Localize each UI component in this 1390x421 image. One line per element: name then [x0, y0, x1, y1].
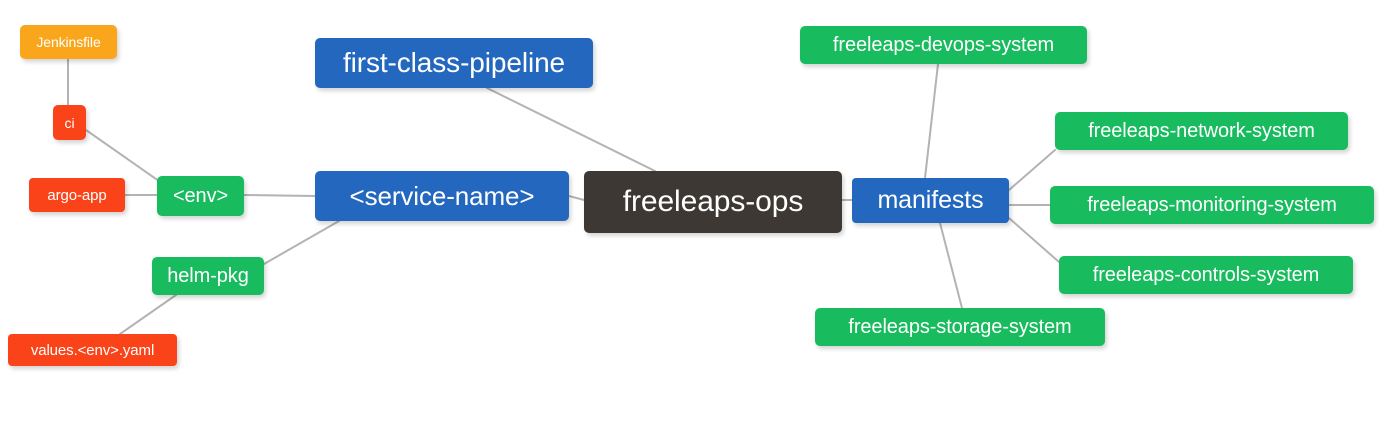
mindmap-node-label: freeleaps-monitoring-system	[1087, 194, 1337, 216]
mindmap-edge-env-to-service-name	[243, 194, 316, 197]
mindmap-node-freeleaps-devops-system[interactable]: freeleaps-devops-system	[800, 26, 1087, 64]
mindmap-node-freeleaps-network-system[interactable]: freeleaps-network-system	[1055, 112, 1348, 150]
mindmap-edge-manifests-to-freeleaps-storage-system	[939, 222, 963, 309]
mindmap-node-manifests[interactable]: manifests	[852, 178, 1009, 223]
mindmap-node-label: freeleaps-devops-system	[832, 34, 1055, 56]
mindmap-node-label: ci	[64, 114, 75, 131]
mindmap-edge-service-name-to-helm-pkg	[263, 220, 340, 265]
mindmap-node-label: freeleaps-controls-system	[1092, 264, 1320, 286]
mindmap-node-label: argo-app	[47, 186, 107, 204]
mindmap-node-label: Jenkinsfile	[36, 34, 101, 50]
mindmap-edge-first-class-pipeline-to-freeleaps-ops	[486, 87, 656, 172]
mindmap-node-label: freeleaps-storage-system	[848, 316, 1072, 338]
mindmap-node-label: helm-pkg	[167, 265, 249, 287]
mindmap-node-freeleaps-controls-system[interactable]: freeleaps-controls-system	[1059, 256, 1353, 294]
mindmap-node-helm-pkg[interactable]: helm-pkg	[152, 257, 264, 295]
mindmap-node-env[interactable]: <env>	[157, 176, 244, 216]
mindmap-node-service-name[interactable]: <service-name>	[315, 171, 569, 221]
mindmap-edge-manifests-to-freeleaps-controls-system	[1008, 217, 1060, 263]
mindmap-node-first-class-pipeline[interactable]: first-class-pipeline	[315, 38, 593, 88]
mindmap-node-freeleaps-storage-system[interactable]: freeleaps-storage-system	[815, 308, 1105, 346]
mindmap-node-label: values.<env>.yaml	[30, 341, 155, 359]
mindmap-node-freeleaps-ops[interactable]: freeleaps-ops	[584, 171, 842, 233]
mindmap-edge-manifests-to-freeleaps-network-system	[1008, 149, 1056, 191]
mindmap-node-freeleaps-monitoring-system[interactable]: freeleaps-monitoring-system	[1050, 186, 1374, 224]
mindmap-node-label: first-class-pipeline	[342, 47, 566, 78]
mindmap-edge-helm-pkg-to-values-yaml	[119, 294, 177, 335]
mindmap-node-label: <env>	[172, 185, 229, 207]
mindmap-node-values-yaml[interactable]: values.<env>.yaml	[8, 334, 177, 366]
mindmap-edge-manifests-to-freeleaps-devops-system	[924, 63, 939, 179]
mindmap-node-label: freeleaps-network-system	[1088, 120, 1315, 142]
mindmap-node-label: <service-name>	[349, 181, 535, 211]
mindmap-node-label: manifests	[877, 186, 984, 214]
mindmap-node-jenkinsfile[interactable]: Jenkinsfile	[20, 25, 117, 59]
mindmap-node-label: freeleaps-ops	[622, 185, 804, 218]
mindmap-node-argo-app[interactable]: argo-app	[29, 178, 125, 212]
mindmap-node-ci[interactable]: ci	[53, 105, 86, 140]
mindmap-edge-service-name-to-freeleaps-ops	[568, 195, 585, 201]
